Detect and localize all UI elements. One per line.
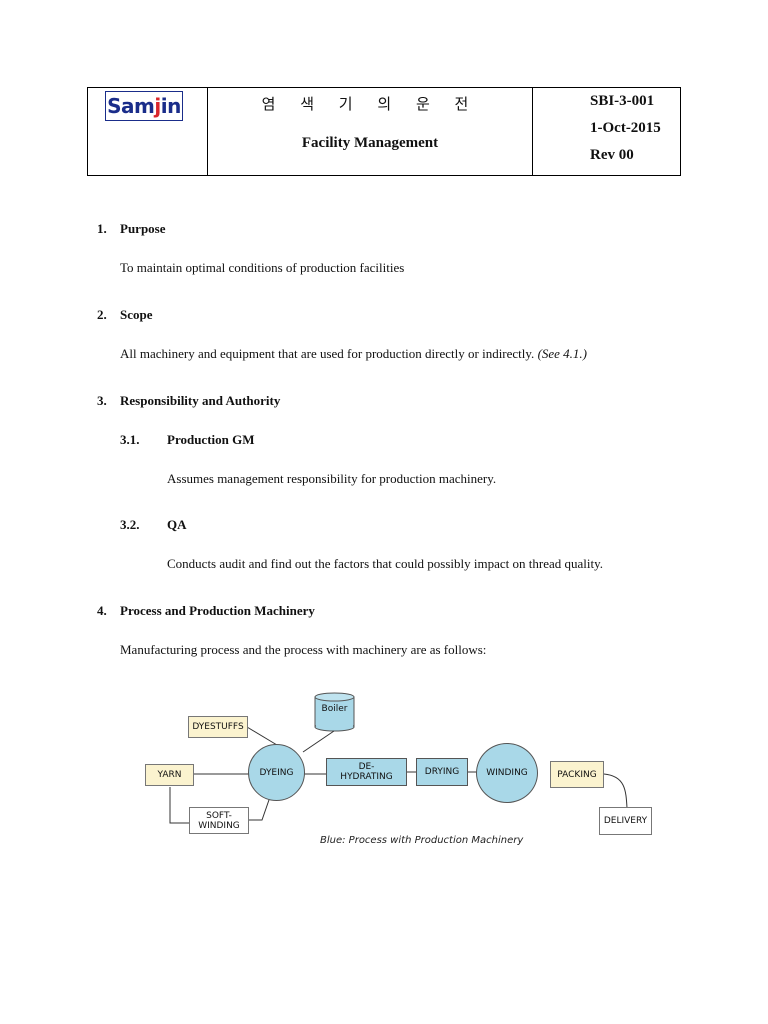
meta-cell: SBI-3-001 1-Oct-2015 Rev 00 <box>533 88 680 175</box>
english-title: Facility Management <box>301 135 439 151</box>
subsection-3-2-number: 3.2. <box>120 517 140 532</box>
subsection-3-2-heading: QA <box>167 517 187 532</box>
packing-box: PACKING <box>550 761 604 788</box>
section-2-heading: Scope <box>120 307 153 322</box>
dyeing-circle: DYEING <box>248 744 305 801</box>
section-3-number: 3. <box>97 393 107 408</box>
subsection-3-1-heading: Production GM <box>167 432 255 447</box>
dyestuffs-box: DYESTUFFS <box>188 716 248 738</box>
subsection-3-1-number: 3.1. <box>120 432 140 447</box>
section-1-number: 1. <box>97 221 107 236</box>
soft-winding-box: SOFT-WINDING <box>189 807 249 834</box>
section-4-body: Manufacturing process and the process wi… <box>120 642 487 657</box>
winding-circle: WINDING <box>476 743 538 803</box>
dehydrating-box: DE-HYDRATING <box>326 758 407 786</box>
drying-box: DRYING <box>416 758 468 786</box>
title-cell: 염 색 기 의 운 전 Facility Management <box>208 88 533 175</box>
boiler-label: Boiler <box>321 704 348 714</box>
document-header: Samjin 염 색 기 의 운 전 Facility Management S… <box>87 87 681 176</box>
korean-title: 염 색 기 의 운 전 <box>261 95 479 113</box>
diagram-caption: Blue: Process with Production Machinery <box>320 835 524 846</box>
delivery-box: DELIVERY <box>599 807 652 835</box>
doc-code: SBI-3-001 <box>590 93 655 109</box>
doc-revision: Rev 00 <box>590 147 634 163</box>
logo-cell: Samjin <box>88 88 208 175</box>
subsection-3-1-body: Assumes management responsibility for pr… <box>167 471 497 486</box>
section-4-number: 4. <box>97 603 107 618</box>
section-1-body: To maintain optimal conditions of produc… <box>120 260 405 275</box>
section-3-heading: Responsibility and Authority <box>120 393 281 408</box>
logo-text: Samjin <box>107 94 181 118</box>
doc-date: 1-Oct-2015 <box>590 120 661 136</box>
section-1-heading: Purpose <box>120 221 166 236</box>
section-4-heading: Process and Production Machinery <box>120 603 315 618</box>
scope-reference: (See 4.1.) <box>537 346 588 361</box>
section-2-number: 2. <box>97 307 107 322</box>
company-logo: Samjin <box>105 91 183 121</box>
yarn-box: YARN <box>145 764 194 786</box>
section-2-body: All machinery and equipment that are use… <box>120 346 588 361</box>
subsection-3-2-body: Conducts audit and find out the factors … <box>167 556 604 571</box>
